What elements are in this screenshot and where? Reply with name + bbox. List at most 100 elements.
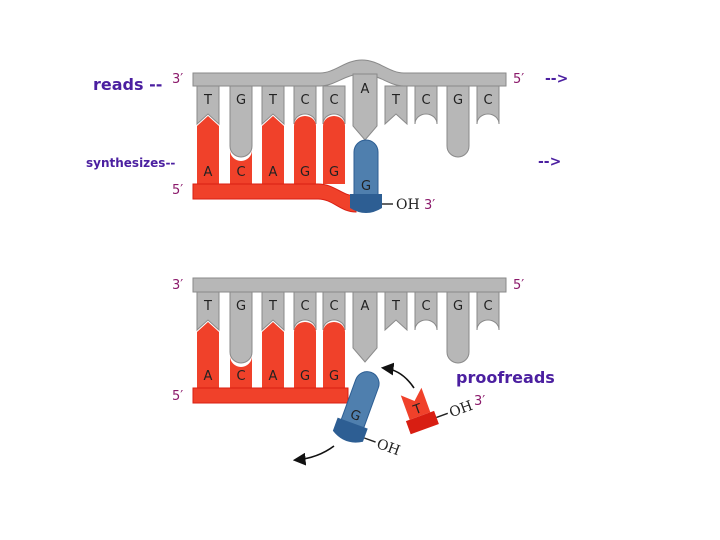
new-letter-top-5: G — [329, 165, 339, 180]
template-3prime-bottom: 3′ — [172, 278, 183, 293]
excision-arrow — [292, 445, 335, 466]
template-base-top-8 — [414, 85, 438, 125]
mismatched-nucleotide-top — [350, 139, 393, 213]
template-bases-bottom — [196, 291, 500, 364]
incoming-base — [400, 387, 431, 420]
new-base-bottom-1 — [197, 322, 219, 388]
template-letter-top-6: A — [361, 82, 370, 97]
template-base-bottom-2 — [229, 291, 253, 364]
new-base-top-2 — [230, 150, 252, 184]
template-base-bottom-1 — [196, 291, 220, 332]
template-letter-top-4: C — [300, 93, 309, 108]
new-base-top-4 — [294, 116, 316, 184]
template-base-top-10 — [476, 85, 500, 125]
new-base-bottom-4 — [294, 322, 316, 388]
incoming-3prime: 3′ — [474, 394, 485, 409]
excised-base — [340, 371, 380, 430]
template-letter-bottom-1: T — [203, 299, 212, 314]
template-base-top-4 — [293, 85, 317, 125]
template-letter-top-8: C — [421, 93, 430, 108]
new-base-top-3 — [262, 116, 284, 184]
new-strand-letters-top: A C A G G — [204, 165, 339, 180]
new-base-bottom-5 — [323, 322, 345, 388]
mismatch-base-top — [353, 139, 379, 197]
template-letter-bottom-3: T — [268, 299, 277, 314]
template-letter-top-9: G — [453, 93, 463, 108]
template-letter-bottom-6: A — [361, 299, 370, 314]
template-base-bottom-3 — [261, 291, 285, 332]
hydroxyl-top: OH — [396, 197, 420, 213]
new-letter-bottom-5: G — [329, 369, 339, 384]
new-letter-bottom-4: G — [300, 369, 310, 384]
template-letter-top-2: G — [236, 93, 246, 108]
template-base-bottom-4 — [293, 291, 317, 331]
template-letter-bottom-10: C — [483, 299, 492, 314]
incoming-oh-bond — [436, 412, 449, 419]
excised-sugar — [332, 417, 368, 443]
excised-hydroxyl: OH — [374, 436, 402, 459]
reads-arrow: --> — [545, 71, 568, 87]
excised-nucleotide: G OH — [332, 371, 402, 459]
template-letter-bottom-5: C — [329, 299, 338, 314]
template-base-bottom-5 — [322, 291, 346, 331]
new-letter-bottom-2: C — [236, 369, 245, 384]
template-letter-bottom-7: T — [391, 299, 400, 314]
incoming-sugar — [405, 410, 439, 435]
new-strand-backbone-bottom — [192, 387, 349, 404]
new-strand-5prime-bottom: 5′ — [172, 389, 183, 404]
template-letter-top-10: C — [483, 93, 492, 108]
excised-letter: G — [348, 407, 363, 425]
proofreads-label: proofreads — [456, 368, 555, 387]
insertion-arrow — [380, 362, 415, 389]
excised-oh-bond — [364, 437, 376, 443]
template-base-bottom-10 — [476, 291, 500, 331]
template-letters-top: T G T C C A T C G C — [203, 82, 493, 108]
template-3prime-top: 3′ — [172, 72, 183, 87]
synthesizes-arrow: --> — [538, 154, 561, 170]
incoming-nucleotide: T OH — [400, 387, 475, 435]
new-letter-top-2: C — [236, 165, 245, 180]
new-strand-bases-top — [197, 116, 345, 184]
template-bases-top — [196, 73, 500, 158]
new-base-bottom-3 — [262, 322, 284, 388]
template-base-top-1 — [196, 85, 220, 126]
template-backbone-bottom — [192, 277, 507, 293]
template-letters-bottom: T G T C C A T C G C — [203, 299, 493, 314]
template-letter-bottom-2: G — [236, 299, 246, 314]
template-base-top-2 — [229, 85, 253, 158]
template-letter-bottom-8: C — [421, 299, 430, 314]
template-5prime-top: 5′ — [513, 72, 524, 87]
new-letter-bottom-3: A — [269, 369, 278, 384]
new-base-top-1 — [197, 116, 219, 184]
template-letter-top-3: T — [268, 93, 277, 108]
incoming-hydroxyl: OH — [447, 398, 475, 421]
new-strand-backbone-top — [192, 183, 357, 213]
template-letter-top-5: C — [329, 93, 338, 108]
template-base-top-9 — [446, 85, 470, 158]
synthesizes-label: synthesizes-- — [86, 156, 175, 170]
template-base-bottom-8 — [414, 291, 438, 331]
template-base-top-6 — [352, 73, 378, 141]
template-base-top-3 — [261, 85, 285, 126]
new-base-bottom-2 — [230, 356, 252, 388]
new-letter-top-4: G — [300, 165, 310, 180]
template-letter-top-1: T — [203, 93, 212, 108]
template-letter-bottom-4: C — [300, 299, 309, 314]
template-5prime-bottom: 5′ — [513, 278, 524, 293]
new-strand-letters-bottom: A C A G G — [204, 369, 339, 384]
template-backbone-top — [192, 59, 507, 87]
hydroxyl-3prime-top: 3′ — [424, 198, 435, 213]
new-letter-bottom-1: A — [204, 369, 213, 384]
template-base-top-5 — [322, 85, 346, 125]
template-letter-bottom-9: G — [453, 299, 463, 314]
template-letter-top-7: T — [391, 93, 400, 108]
reads-label: reads -- — [93, 75, 162, 94]
new-letter-top-1: A — [204, 165, 213, 180]
template-base-top-7 — [384, 85, 408, 126]
new-base-top-5 — [323, 116, 345, 184]
template-base-bottom-6 — [352, 291, 378, 363]
new-letter-top-3: A — [269, 165, 278, 180]
top-panel: T G T C C A T C G C A C A G G G 3′ 5′ 5′… — [86, 59, 568, 213]
bottom-panel: T G T C C A T C G C A C A G G G OH — [172, 277, 555, 466]
